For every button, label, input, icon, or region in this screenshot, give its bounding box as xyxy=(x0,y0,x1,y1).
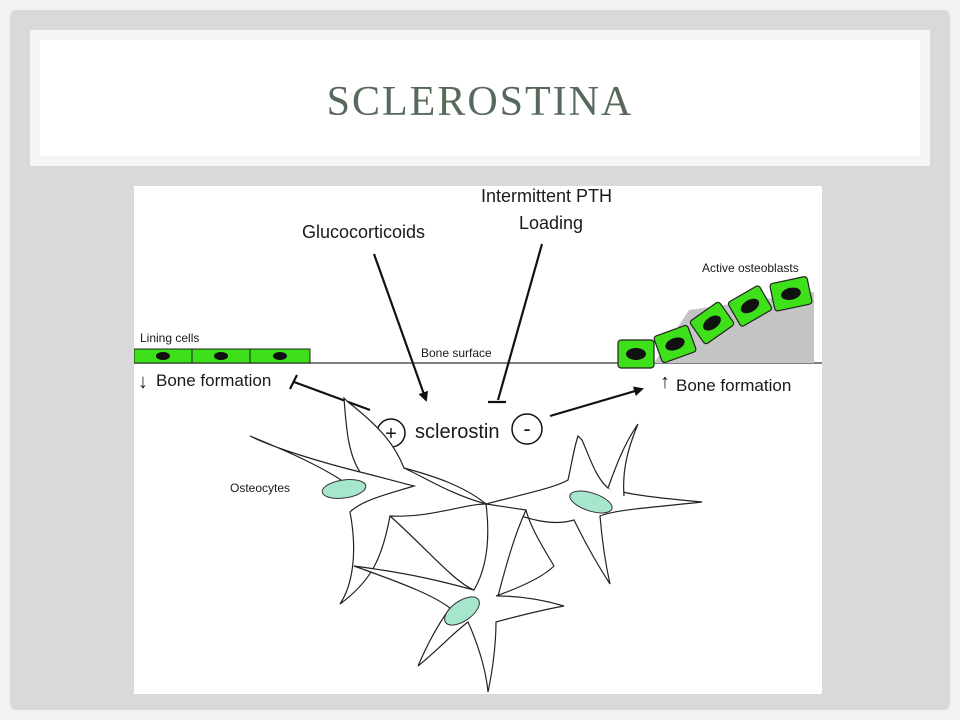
up-arrow-icon: ↑ xyxy=(660,371,670,393)
plus-sign: + xyxy=(385,423,397,445)
minus-circle xyxy=(511,413,543,445)
osteocyte-nucleus xyxy=(444,596,480,626)
osteoblast-nucleus xyxy=(626,348,646,360)
active-osteoblasts-label: Active osteoblasts xyxy=(702,261,799,275)
osteocyte-process xyxy=(389,515,475,591)
glucocorticoids-arrow xyxy=(372,253,429,402)
loading-label: Loading xyxy=(519,213,583,233)
sclerostin-diagram: Bone surface Lining cells xyxy=(134,186,822,694)
osteocyte-process xyxy=(403,467,487,505)
minus-sign: - xyxy=(523,416,530,441)
minus-to-osteoblasts-arrow xyxy=(549,386,644,418)
osteocyte-process xyxy=(607,423,639,497)
osteocyte-process xyxy=(249,435,361,487)
osteocyte-cell-bottom xyxy=(353,503,565,693)
sclerostin-inhibition-bar xyxy=(289,374,298,390)
osteoblast-nucleus xyxy=(665,337,685,351)
bone-formation-up-label: Bone formation xyxy=(676,376,791,395)
slide-title: SCLEROSTINA xyxy=(326,79,634,125)
osteoblast-nucleus xyxy=(781,287,801,301)
osteocyte-process xyxy=(495,509,555,597)
osteoblast-nucleus xyxy=(703,315,721,331)
diagram-svg: Bone surface Lining cells xyxy=(134,186,822,693)
title-box: SCLEROSTINA xyxy=(40,40,920,156)
pth-inhibition-line xyxy=(496,243,544,401)
osteocytes-label: Osteocytes xyxy=(230,481,290,495)
sclerostin-inhibition-line xyxy=(293,380,371,412)
down-arrow-icon: ↓ xyxy=(138,371,148,393)
bone-surface-label: Bone surface xyxy=(421,346,492,360)
sclerostin-label: sclerostin xyxy=(415,421,499,443)
bone-formation-down-label: Bone formation xyxy=(156,371,271,390)
glucocorticoids-label: Glucocorticoids xyxy=(302,222,425,242)
osteocyte-nucleus xyxy=(569,490,613,514)
active-osteoblasts xyxy=(617,276,813,369)
lining-cells xyxy=(134,348,311,364)
lining-cell-nucleus xyxy=(214,352,228,360)
osteocyte-cell-left xyxy=(339,396,487,605)
lining-cells-label: Lining cells xyxy=(140,331,199,345)
lining-cell-nucleus xyxy=(156,352,170,360)
osteocyte-nucleus xyxy=(321,479,367,499)
osteoblast-nucleus xyxy=(740,298,760,314)
intermittent-pth-label: Intermittent PTH xyxy=(481,186,612,206)
lining-cell-nucleus xyxy=(273,352,287,360)
